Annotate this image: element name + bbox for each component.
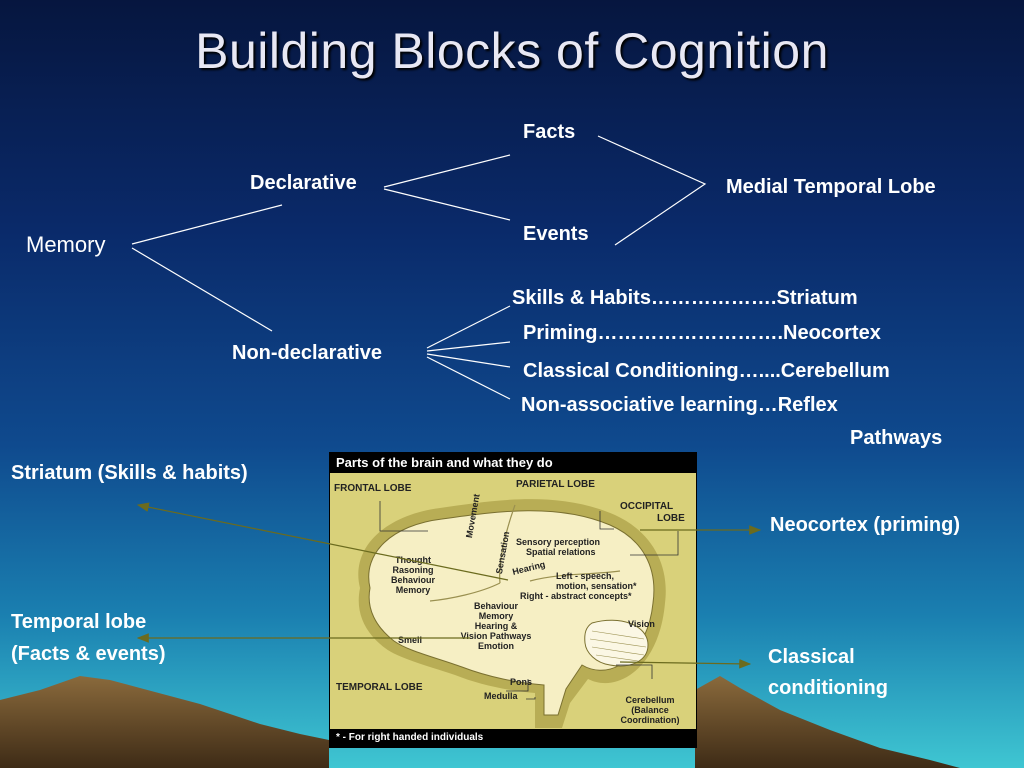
occipital-lobe-label-1: OCCIPITAL — [620, 501, 674, 512]
nondecl-item-skills: Skills & Habits……………….Striatum — [512, 287, 858, 309]
nondecl-item-priming: Priming……………………….Neocortex — [523, 322, 881, 344]
striatum-callout: Striatum (Skills & habits) — [11, 462, 248, 484]
slide-title: Building Blocks of Cognition — [195, 23, 829, 79]
brain-figure-header: Parts of the brain and what they do — [330, 453, 696, 473]
neocortex-callout: Neocortex (priming) — [770, 514, 961, 536]
frontal-text-2: Rasoning — [392, 565, 434, 575]
classical-arrow — [619, 659, 752, 669]
nondecl-item-nonassociative: Non-associative learning…Reflex — [521, 394, 838, 416]
temporal-text-3: Hearing & — [474, 621, 518, 631]
frontal-text-3: Behaviour — [390, 575, 435, 585]
declarative-label: Declarative — [250, 172, 357, 194]
medial-temporal-lobe-label: Medial Temporal Lobe — [726, 176, 936, 198]
brain-figure-footer: * - For right handed individuals — [330, 729, 696, 747]
facts-label: Facts — [523, 121, 576, 143]
nondecl-item-pathways: Pathways — [850, 427, 943, 449]
non-declarative-label: Non-declarative — [232, 342, 383, 364]
events-label: Events — [523, 223, 589, 245]
cerebellum-text-2: (Balance — [631, 705, 669, 715]
temporal-lobe-callout-line1: Temporal lobe — [11, 611, 147, 633]
vision-text: Vision — [628, 619, 655, 629]
left-text-2: motion, sensation* — [556, 581, 637, 591]
brain-figure: Parts of the brain and what they do FRON… — [329, 452, 697, 748]
nondecl-item-classical: Classical Conditioning…....Cerebellum — [523, 360, 890, 382]
classical-callout-line2: conditioning — [768, 677, 888, 699]
left-text-3: Right - abstract concepts* — [520, 591, 632, 601]
occipital-lobe-label-2: LOBE — [657, 513, 685, 524]
striatum-arrow — [136, 502, 509, 581]
memory-label: Memory — [26, 232, 106, 257]
left-text-1: Left - speech, — [556, 571, 615, 581]
sensory-text-1: Sensory perception — [516, 537, 601, 547]
parietal-lobe-label: PARIETAL LOBE — [516, 479, 595, 490]
medulla-text: Medulla — [484, 691, 518, 701]
temporal-text-2: Memory — [478, 611, 514, 621]
cerebellum-text-3: Coordination) — [620, 715, 680, 725]
temporal-lobe-callout-line2: (Facts & events) — [11, 643, 166, 665]
temporal-text-4: Vision Pathways — [460, 631, 532, 641]
smell-text: Smell — [398, 635, 423, 645]
temporal-lobe-label: TEMPORAL LOBE — [336, 682, 423, 693]
frontal-text-4: Memory — [395, 585, 431, 595]
cerebellum-text-1: Cerebellum — [625, 695, 675, 705]
pons-text: Pons — [510, 677, 533, 687]
frontal-text-1: Thought — [395, 555, 431, 565]
sensory-text-2: Spatial relations — [526, 547, 596, 557]
temporal-text-5: Emotion — [478, 641, 514, 651]
frontal-lobe-label: FRONTAL LOBE — [334, 483, 412, 494]
brain-illustration — [358, 499, 679, 728]
classical-callout-line1: Classical — [768, 646, 855, 668]
temporal-text-1: Behaviour — [473, 601, 518, 611]
